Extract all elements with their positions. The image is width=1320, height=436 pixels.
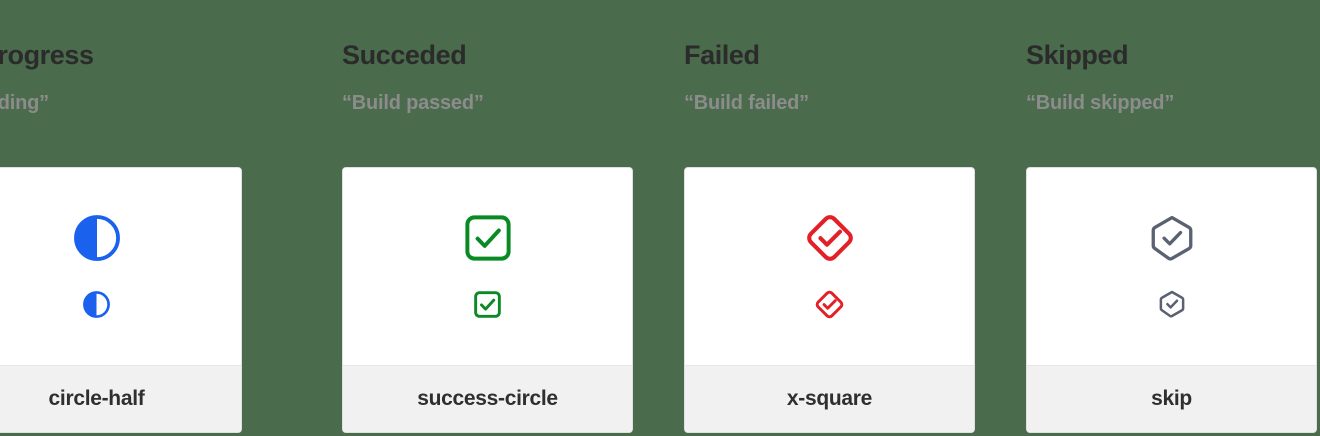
column-subtitle: “Build passed” <box>342 92 484 114</box>
icon-card[interactable]: x-square <box>684 167 975 433</box>
icon-name-label: skip <box>1151 387 1192 410</box>
column-title: Skipped <box>1026 40 1129 70</box>
circle-half-icon-small <box>0 288 241 320</box>
column-subtitle: “Building” <box>0 92 49 114</box>
status-column-succeeded: Succeded “Build passed” su <box>342 0 684 436</box>
icon-card-footer: success-circle <box>343 365 632 432</box>
success-circle-icon-large <box>343 212 632 264</box>
skip-icon-small <box>1027 288 1316 320</box>
success-circle-icon-small <box>343 288 632 320</box>
icon-name-label: circle-half <box>48 387 145 410</box>
icon-name-label: success-circle <box>417 387 558 410</box>
column-subtitle: “Build failed” <box>684 92 809 114</box>
icon-card[interactable]: skip <box>1026 167 1317 433</box>
status-column-in-progress: In progress “Building” cir <box>0 0 293 436</box>
x-square-icon-small <box>685 288 974 320</box>
icon-name-label: x-square <box>786 387 873 410</box>
icon-preview-area <box>1027 168 1316 365</box>
status-column-failed: Failed “Build failed” <box>684 0 1026 436</box>
column-subtitle: “Build skipped” <box>1026 92 1175 114</box>
x-square-icon-large <box>685 212 974 264</box>
icon-preview-area <box>343 168 632 365</box>
icon-card[interactable]: circle-half <box>0 167 242 433</box>
status-column-skipped: Skipped “Build skipped” sk <box>1026 0 1320 436</box>
icon-card[interactable]: success-circle <box>342 167 633 433</box>
circle-half-icon-large <box>0 212 241 264</box>
column-title: In progress <box>0 40 94 70</box>
icon-card-footer: circle-half <box>0 365 241 432</box>
icon-preview-area <box>0 168 241 365</box>
icon-preview-area <box>685 168 974 365</box>
skip-icon-large <box>1027 212 1316 264</box>
column-title: Succeded <box>342 40 467 70</box>
column-title: Failed <box>684 40 760 70</box>
icon-card-footer: skip <box>1027 365 1316 432</box>
icon-card-footer: x-square <box>685 365 974 432</box>
